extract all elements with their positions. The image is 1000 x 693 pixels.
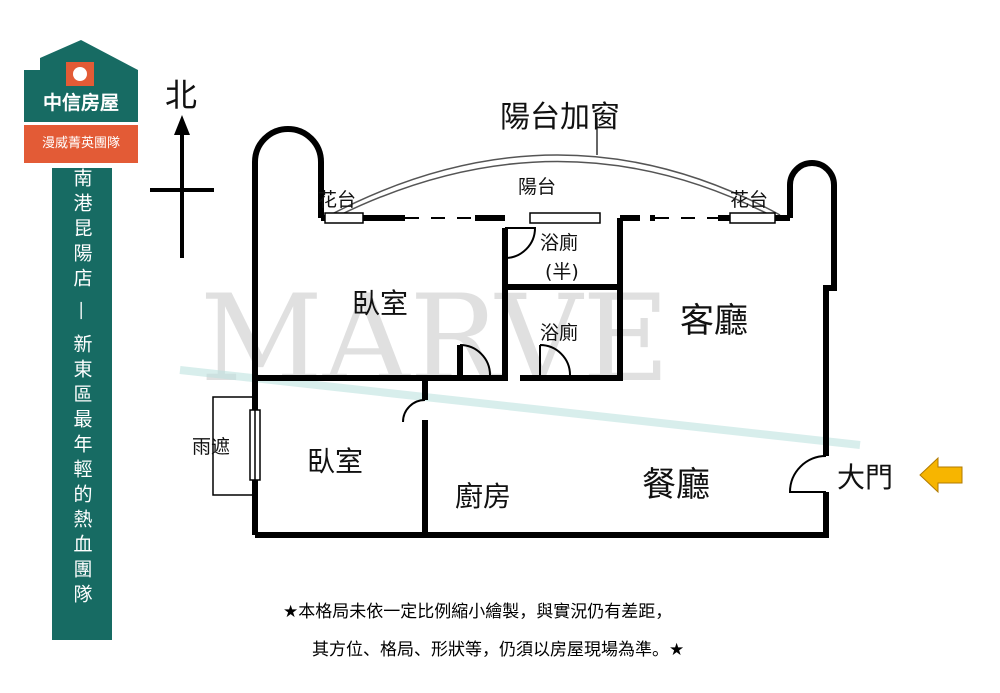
north-label: 北 (165, 76, 198, 114)
disclaimer-line-1: ★本格局未依一定比例縮小繪製，與實況仍有差距， (283, 602, 673, 622)
bedroom2-label: 臥室 (307, 445, 364, 478)
bath-label: 浴廁 (540, 322, 579, 344)
living-label: 客廳 (680, 301, 748, 341)
balcony-label: 陽台 (518, 176, 557, 198)
rain-shelter (212, 396, 256, 496)
slogan: 新東區最年輕的熱血團隊 (70, 334, 93, 609)
brand-team: 漫威菁英團隊 (24, 125, 138, 163)
half-bath-note: (半) (545, 261, 579, 283)
balcony-window-label: 陽台加窗 (500, 100, 620, 135)
planter-right-label: 花台 (730, 189, 769, 211)
entrance-arrow-icon (919, 456, 963, 494)
watermark: MARVE (200, 270, 670, 409)
entrance-label: 大門 (837, 461, 894, 494)
balcony-arc (329, 154, 781, 216)
disclaimer-line-2: 其方位、格局、形狀等，仍須以房屋現場為準。★ (312, 640, 685, 660)
planter-left-label: 花台 (318, 189, 357, 211)
brand-sidebar: 南港昆陽店 — 新東區最年輕的熱血團隊 (52, 168, 112, 640)
brand-name: 中信房屋 (42, 92, 119, 114)
watermark-stroke (179, 366, 861, 449)
bedroom1-label: 臥室 (352, 287, 409, 320)
half-bath-label: 浴廁 (540, 232, 579, 254)
compass-icon (150, 130, 214, 258)
store-name: 南港昆陽店 (70, 168, 93, 293)
logo-emblem-icon (73, 67, 87, 81)
dining-label: 餐廳 (642, 465, 710, 505)
rain-shelter-label: 雨遮 (192, 436, 231, 458)
north-arrow-icon (174, 115, 190, 135)
door-swing (459, 344, 491, 376)
kitchen-label: 廚房 (455, 480, 512, 513)
